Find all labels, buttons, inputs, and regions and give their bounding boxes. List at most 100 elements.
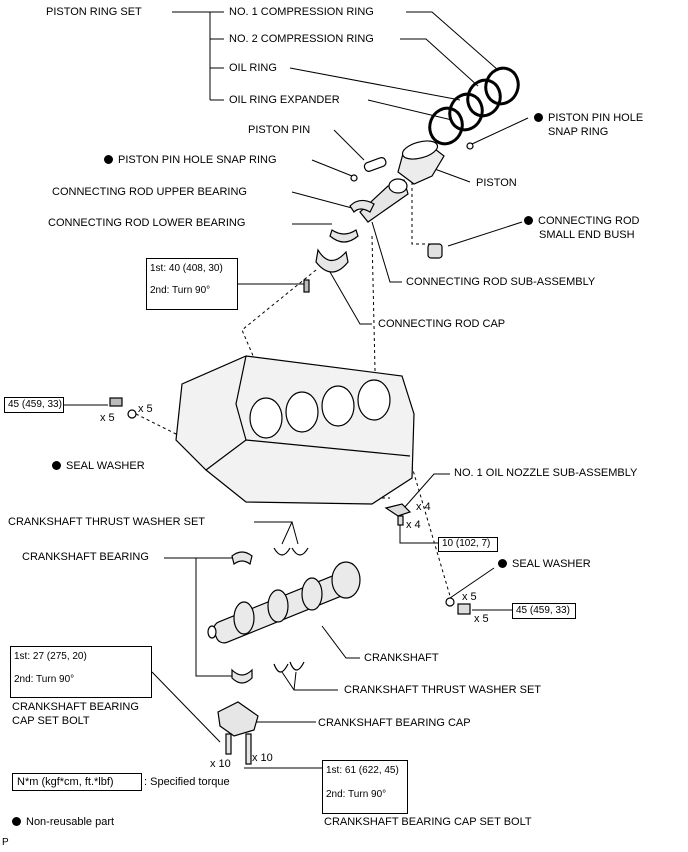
label-thrust-washer-bottom: CRANKSHAFT THRUST WASHER SET bbox=[344, 684, 542, 696]
label-oil-ring: OIL RING bbox=[229, 62, 277, 74]
qty-left-bolt: x 5 bbox=[100, 412, 115, 424]
torque-box-cap-left: 1st: 27 (275, 20) 2nd: Turn 90° bbox=[10, 646, 152, 698]
crank-bearing-upper-shape bbox=[231, 551, 253, 566]
oil-ring-shape bbox=[448, 92, 484, 132]
label-piston: PISTON bbox=[476, 177, 517, 189]
torque-cap-bottom-2nd: 2nd: Turn 90° bbox=[326, 789, 387, 800]
leader-oil-ring bbox=[289, 67, 461, 101]
leader-piston-ring-set bbox=[172, 11, 224, 101]
torque-oil-nozzle: 10 (102, 7) bbox=[442, 538, 491, 549]
non-reusable-dot-icon bbox=[534, 113, 543, 122]
label-piston-ring-set: PISTON RING SET bbox=[46, 6, 142, 18]
qty-cap-bolt-right: x 10 bbox=[252, 752, 273, 764]
torque-box-right-bolt: 45 (459, 33) bbox=[512, 603, 576, 619]
leader-nozzle bbox=[403, 473, 450, 509]
leader-cap-bolt-left bbox=[151, 671, 221, 743]
leader-oil-expander bbox=[367, 99, 453, 121]
torque-cap-bottom-1st: 1st: 61 (622, 45) bbox=[326, 765, 399, 776]
torque-cap-left-1st: 1st: 27 (275, 20) bbox=[14, 651, 87, 662]
leader-no2-ring bbox=[400, 38, 479, 87]
qty-nozzle-a: x 4 bbox=[416, 501, 431, 513]
torque-cap-left-2nd: 2nd: Turn 90° bbox=[14, 674, 75, 685]
label-bearing-cap: CRANKSHAFT BEARING CAP bbox=[318, 717, 471, 729]
no1-ring-shape bbox=[484, 66, 520, 106]
label-seal-washer-right: SEAL WASHER bbox=[498, 557, 591, 571]
leader-piston bbox=[431, 167, 471, 183]
label-thrust-washer-top: CRANKSHAFT THRUST WASHER SET bbox=[8, 516, 206, 528]
label-no1-compression-ring: NO. 1 COMPRESSION RING bbox=[229, 6, 374, 18]
label-oil-ring-expander: OIL RING EXPANDER bbox=[229, 94, 340, 106]
leader-no1-ring bbox=[406, 11, 499, 71]
leader-thrust-bottom bbox=[281, 671, 338, 691]
label-snap-ring-left: PISTON PIN HOLE SNAP RING bbox=[104, 153, 277, 167]
oil-expander-shape bbox=[428, 106, 464, 146]
torque-box-cap-bottom: 1st: 61 (622, 45) 2nd: Turn 90° bbox=[322, 760, 408, 814]
leader-crank-bearing bbox=[164, 557, 232, 677]
leader-thrust-top bbox=[254, 521, 299, 545]
leader-rod-cap bbox=[329, 271, 372, 325]
torque-rod-cap-1st: 1st: 40 (408, 30) bbox=[150, 263, 223, 274]
label-cap-bolt-left: CRANKSHAFT BEARING bbox=[12, 701, 139, 713]
dash-seal-washer-left bbox=[135, 413, 181, 437]
label-snap-ring-right: PISTON PIN HOLE bbox=[534, 111, 643, 125]
label-rod-cap: CONNECTING ROD CAP bbox=[378, 318, 506, 330]
leader-small-end-bush bbox=[447, 221, 523, 247]
label-oil-nozzle: NO. 1 OIL NOZZLE SUB-ASSEMBLY bbox=[454, 467, 638, 479]
oil-nozzle-shape bbox=[384, 503, 412, 517]
corner-mark: P bbox=[2, 837, 9, 848]
dash-piston-to-rod bbox=[411, 176, 438, 245]
label-rod-sub-assembly: CONNECTING ROD SUB-ASSEMBLY bbox=[406, 276, 596, 288]
label-crankshaft-bearing: CRANKSHAFT BEARING bbox=[22, 551, 149, 563]
upper-bearing-shape bbox=[349, 199, 375, 213]
label-piston-pin: PISTON PIN bbox=[248, 124, 311, 136]
leader-upper-bearing bbox=[291, 191, 353, 209]
torque-box-left-bolt: 45 (459, 33) bbox=[4, 397, 64, 413]
leader-rod-sub bbox=[371, 221, 402, 283]
rod-cap-shape bbox=[315, 248, 349, 273]
qty-nozzle-b: x 4 bbox=[406, 519, 421, 531]
crank-bearing-cap-shape bbox=[217, 701, 259, 737]
torque-rod-cap-2nd: 2nd: Turn 90° bbox=[150, 285, 211, 296]
label-crankshaft: CRANKSHAFT bbox=[364, 652, 439, 664]
torque-right-bolt: 45 (459, 33) bbox=[516, 605, 570, 616]
torque-box-oil-nozzle: 10 (102, 7) bbox=[438, 537, 498, 552]
leader-piston-pin bbox=[333, 129, 365, 161]
legend-torque-box: N*m (kgf*cm, ft.*lbf) bbox=[12, 773, 142, 791]
label-seal-washer-left: SEAL WASHER bbox=[52, 459, 145, 473]
qty-left-washer: x 5 bbox=[138, 403, 153, 415]
torque-box-rod-cap: 1st: 40 (408, 30) 2nd: Turn 90° bbox=[146, 258, 238, 310]
non-reusable-dot-icon bbox=[52, 461, 61, 470]
non-reusable-dot-icon bbox=[104, 155, 113, 164]
thrust-washer-top-shape bbox=[273, 547, 309, 556]
label-snap-ring-right-2: SNAP RING bbox=[548, 126, 609, 138]
label-cap-bolt-left-2: CAP SET BOLT bbox=[12, 715, 90, 727]
label-no2-compression-ring: NO. 2 COMPRESSION RING bbox=[229, 33, 374, 45]
legend-torque-units: N*m (kgf*cm, ft.*lbf) bbox=[17, 776, 114, 788]
leader-snap-left bbox=[311, 159, 353, 177]
non-reusable-dot-icon bbox=[498, 559, 507, 568]
torque-left-bolt: 45 (459, 33) bbox=[8, 399, 62, 410]
label-small-end-bush-2: SMALL END BUSH bbox=[539, 229, 635, 241]
leader-nozzle-torque bbox=[399, 520, 438, 544]
legend-non-reusable: Non-reusable part bbox=[12, 815, 114, 829]
qty-right-washer: x 5 bbox=[462, 591, 477, 603]
non-reusable-dot-icon bbox=[12, 817, 21, 826]
label-small-end-bush: CONNECTING ROD bbox=[524, 214, 639, 228]
leader-seal-washer-right bbox=[449, 567, 495, 599]
thrust-washer-bottom-shape bbox=[273, 661, 305, 673]
leader-snap-right bbox=[471, 117, 529, 145]
non-reusable-dot-icon bbox=[524, 216, 533, 225]
legend-specified-torque: : Specified torque bbox=[144, 776, 230, 788]
piston-pin-shape bbox=[363, 157, 387, 172]
label-lower-bearing: CONNECTING ROD LOWER BEARING bbox=[48, 217, 246, 229]
crank-bearing-lower-shape bbox=[231, 668, 253, 684]
small-end-bush-shape bbox=[427, 243, 443, 259]
qty-cap-bolt-left: x 10 bbox=[210, 758, 231, 770]
no2-ring-shape bbox=[466, 78, 502, 118]
lower-bearing-shape bbox=[329, 229, 359, 243]
qty-right-bolt: x 5 bbox=[474, 613, 489, 625]
label-upper-bearing: CONNECTING ROD UPPER BEARING bbox=[52, 186, 247, 198]
leader-crankshaft bbox=[321, 625, 360, 659]
label-cap-bolt-bottom: CRANKSHAFT BEARING CAP SET BOLT bbox=[324, 816, 532, 828]
